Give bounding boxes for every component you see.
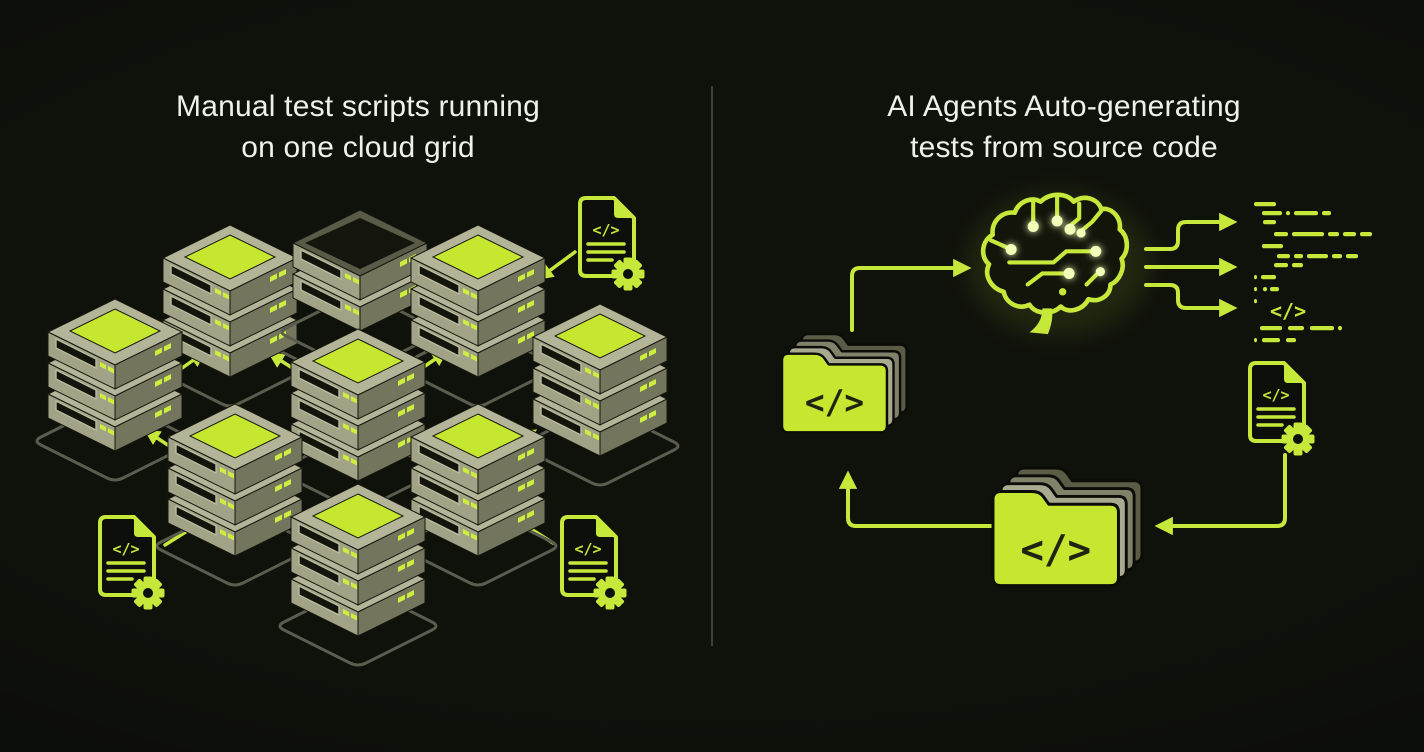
- server-stack-9: [278, 482, 438, 667]
- test-script-file-gear-icon: [578, 196, 647, 293]
- code-line-segment: [1288, 326, 1304, 331]
- test-script-file-gear-icon: [560, 515, 629, 612]
- code-line-segment: [1254, 287, 1257, 292]
- code-line-segment: [1332, 254, 1342, 259]
- code-line-segment: [1263, 287, 1267, 292]
- code-line-segment: [1294, 211, 1318, 216]
- code-line-segment: [1307, 254, 1328, 259]
- generated-tests-folder-icon: [991, 466, 1144, 588]
- code-line-segment: [1294, 254, 1303, 259]
- code-line-segment: [1274, 263, 1288, 268]
- code-line-segment: [1360, 232, 1372, 237]
- generated-code-output: </>: [1254, 202, 1372, 343]
- generated-test-file-gear-icon: [1248, 361, 1317, 458]
- test-script-file-gear-icon: [98, 515, 167, 612]
- ai-brain-icon: [967, 192, 1151, 336]
- code-line-segment: [1292, 263, 1303, 268]
- manual-grid-diagram: [35, 196, 680, 667]
- code-line-segment: [1260, 326, 1282, 331]
- title-line: AI Agents Auto-generating: [887, 90, 1241, 123]
- flow-arrow-brain-out-top: [1144, 212, 1238, 251]
- flow-arrow-testfile-to-folder: [1154, 453, 1287, 536]
- code-line-segment: [1270, 287, 1279, 292]
- title-line: Manual test scripts running: [176, 90, 540, 123]
- code-line-segment: [1254, 202, 1276, 207]
- code-line-segment: [1254, 338, 1257, 343]
- code-glyph: </>: [1270, 299, 1306, 323]
- code-line-segment: [1343, 232, 1356, 237]
- panel-divider: [711, 86, 713, 646]
- source-code-folders-icon: [780, 332, 908, 434]
- title-line: on one cloud grid: [241, 131, 475, 164]
- code-line-segment: [1310, 326, 1334, 331]
- code-line-segment: [1328, 232, 1339, 237]
- code-line-segment: [1322, 211, 1331, 216]
- server-stack-7: [155, 402, 315, 587]
- ai-cycle-diagram: </>: [780, 192, 1372, 588]
- flow-arrow-brain-out-bottom: [1144, 283, 1238, 318]
- flow-arrow-folder-to-source: [838, 470, 994, 528]
- code-line-segment: [1286, 211, 1290, 216]
- code-line-segment: [1274, 232, 1288, 237]
- code-line-segment: [1277, 254, 1290, 259]
- right-panel-title: AI Agents Auto-generating tests from sou…: [788, 86, 1340, 168]
- code-line-segment: [1262, 211, 1282, 216]
- code-line-segment: [1254, 275, 1257, 280]
- code-line-segment: [1263, 220, 1276, 225]
- title-line: tests from source code: [910, 131, 1218, 164]
- code-line-segment: [1338, 326, 1342, 331]
- grid-connector-arrow: [537, 250, 577, 280]
- code-line-segment: [1262, 244, 1283, 249]
- left-panel-title: Manual test scripts running on one cloud…: [78, 86, 638, 168]
- code-line-segment: [1286, 338, 1296, 343]
- code-line-segment: [1346, 254, 1358, 259]
- code-line-segment: [1262, 338, 1280, 343]
- code-line-segment: [1261, 275, 1276, 280]
- code-line-segment: [1292, 232, 1324, 237]
- code-line-segment: [1254, 299, 1257, 304]
- flow-arrow-source-to-brain: [850, 258, 972, 332]
